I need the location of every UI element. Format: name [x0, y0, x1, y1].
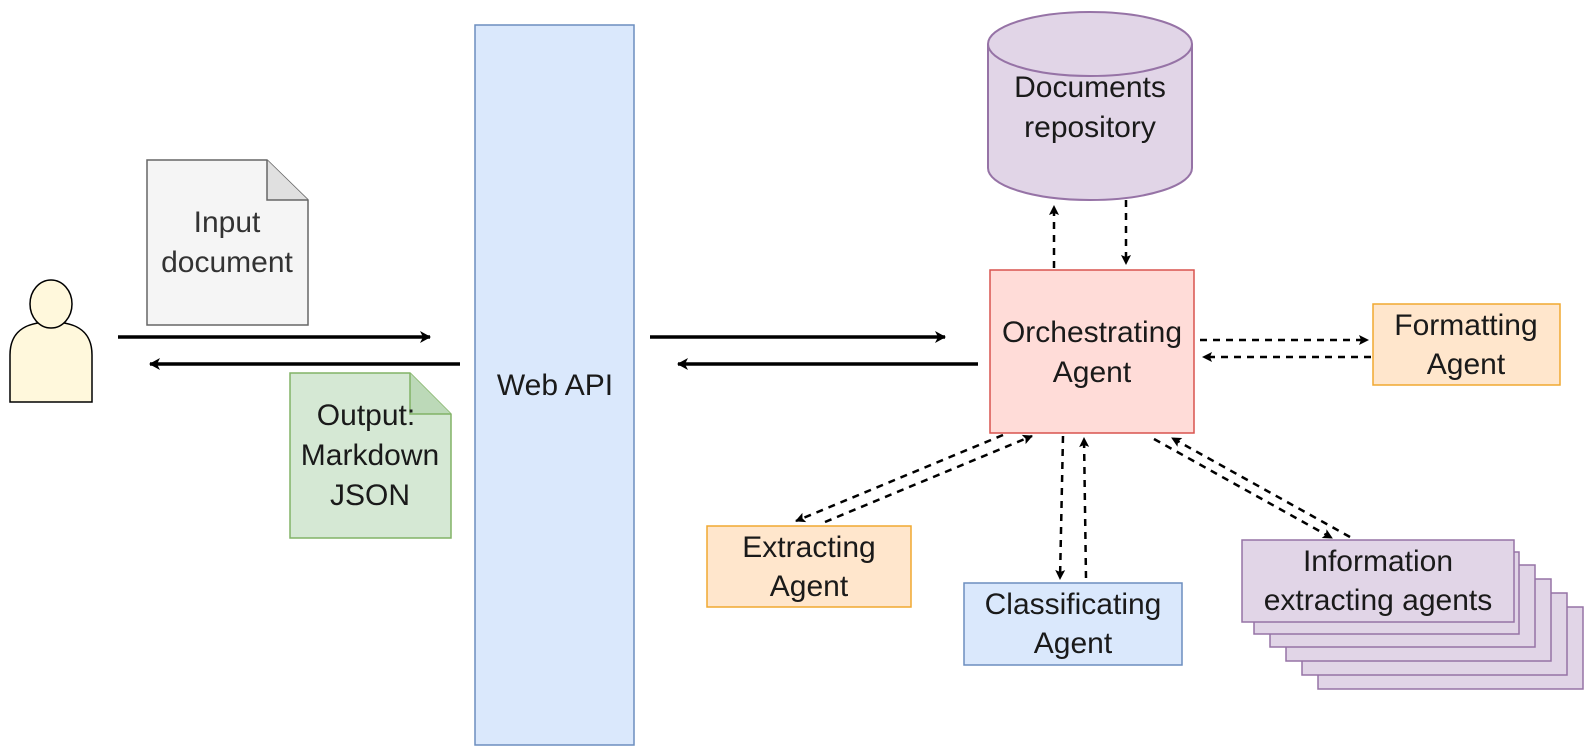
documents-repository-body: [987, 44, 1193, 201]
extracting-agent-box: [706, 525, 912, 608]
web-api-label: Web API: [497, 369, 613, 402]
arrow-orchestrating-to-extracting: [795, 433, 1004, 523]
user-head: [29, 279, 73, 329]
arrow-orchestrating-to-information-agents: [1153, 437, 1333, 540]
formatting-agent-box: [1372, 303, 1561, 386]
user-icon: [9, 279, 93, 403]
classificating-agent-box: [963, 582, 1183, 666]
information-extracting-agents-label-line-1: Information: [1303, 545, 1453, 578]
output-document-label-line-3: JSON: [330, 479, 410, 512]
formatting-agent-label-line-1: Formatting: [1394, 309, 1537, 342]
input-document: Input document: [146, 159, 309, 326]
orchestrating-agent-label-line-2: Agent: [1053, 356, 1132, 389]
documents-repository-top: [987, 11, 1193, 77]
information-agent-stack-card-1: [1241, 539, 1515, 623]
input-document-label-line-2: document: [161, 246, 293, 279]
documents-repository-label-line-2: repository: [1024, 111, 1156, 144]
orchestrating-agent-node: Orchestrating Agent: [989, 269, 1195, 434]
input-document-shape: [146, 159, 309, 326]
classificating-agent-label-line-2: Agent: [1034, 627, 1113, 660]
output-document: Output: Markdown JSON: [289, 372, 452, 539]
user-body: [9, 321, 93, 403]
web-api-node: Web API: [474, 24, 635, 746]
input-document-fold: [266, 160, 308, 201]
orchestrating-agent-label-line-1: Orchestrating: [1002, 316, 1182, 349]
information-extracting-agents-label-line-2: extracting agents: [1264, 584, 1492, 617]
documents-repository-label-line-1: Documents: [1014, 71, 1166, 104]
formatting-agent-label-line-2: Agent: [1427, 348, 1506, 381]
orchestrating-agent-box: [989, 269, 1195, 434]
arrow-information-agents-to-orchestrating: [1171, 436, 1351, 539]
extracting-agent-label-line-1: Extracting: [742, 531, 875, 564]
output-document-label-line-1: Output:: [317, 399, 415, 432]
extracting-agent-label-line-2: Agent: [770, 570, 849, 603]
arrow-extracting-to-orchestrating: [824, 434, 1033, 524]
arrow-classificating-to-orchestrating: [1079, 437, 1090, 579]
web-api-box: [474, 24, 635, 746]
arrow-orchestrating-to-classificating: [1055, 435, 1066, 580]
information-extracting-agents-node: Information extracting agents: [1241, 539, 1584, 690]
classificating-agent-node: Classificating Agent: [963, 582, 1183, 666]
formatting-agent-node: Formatting Agent: [1372, 303, 1561, 386]
output-document-label-line-2: Markdown: [301, 439, 439, 472]
classificating-agent-label-line-1: Classificating: [985, 588, 1162, 621]
documents-repository: Documents repository: [987, 11, 1193, 201]
input-document-label-line-1: Input: [194, 206, 261, 239]
output-document-fold: [409, 373, 451, 415]
extracting-agent-node: Extracting Agent: [706, 525, 912, 608]
